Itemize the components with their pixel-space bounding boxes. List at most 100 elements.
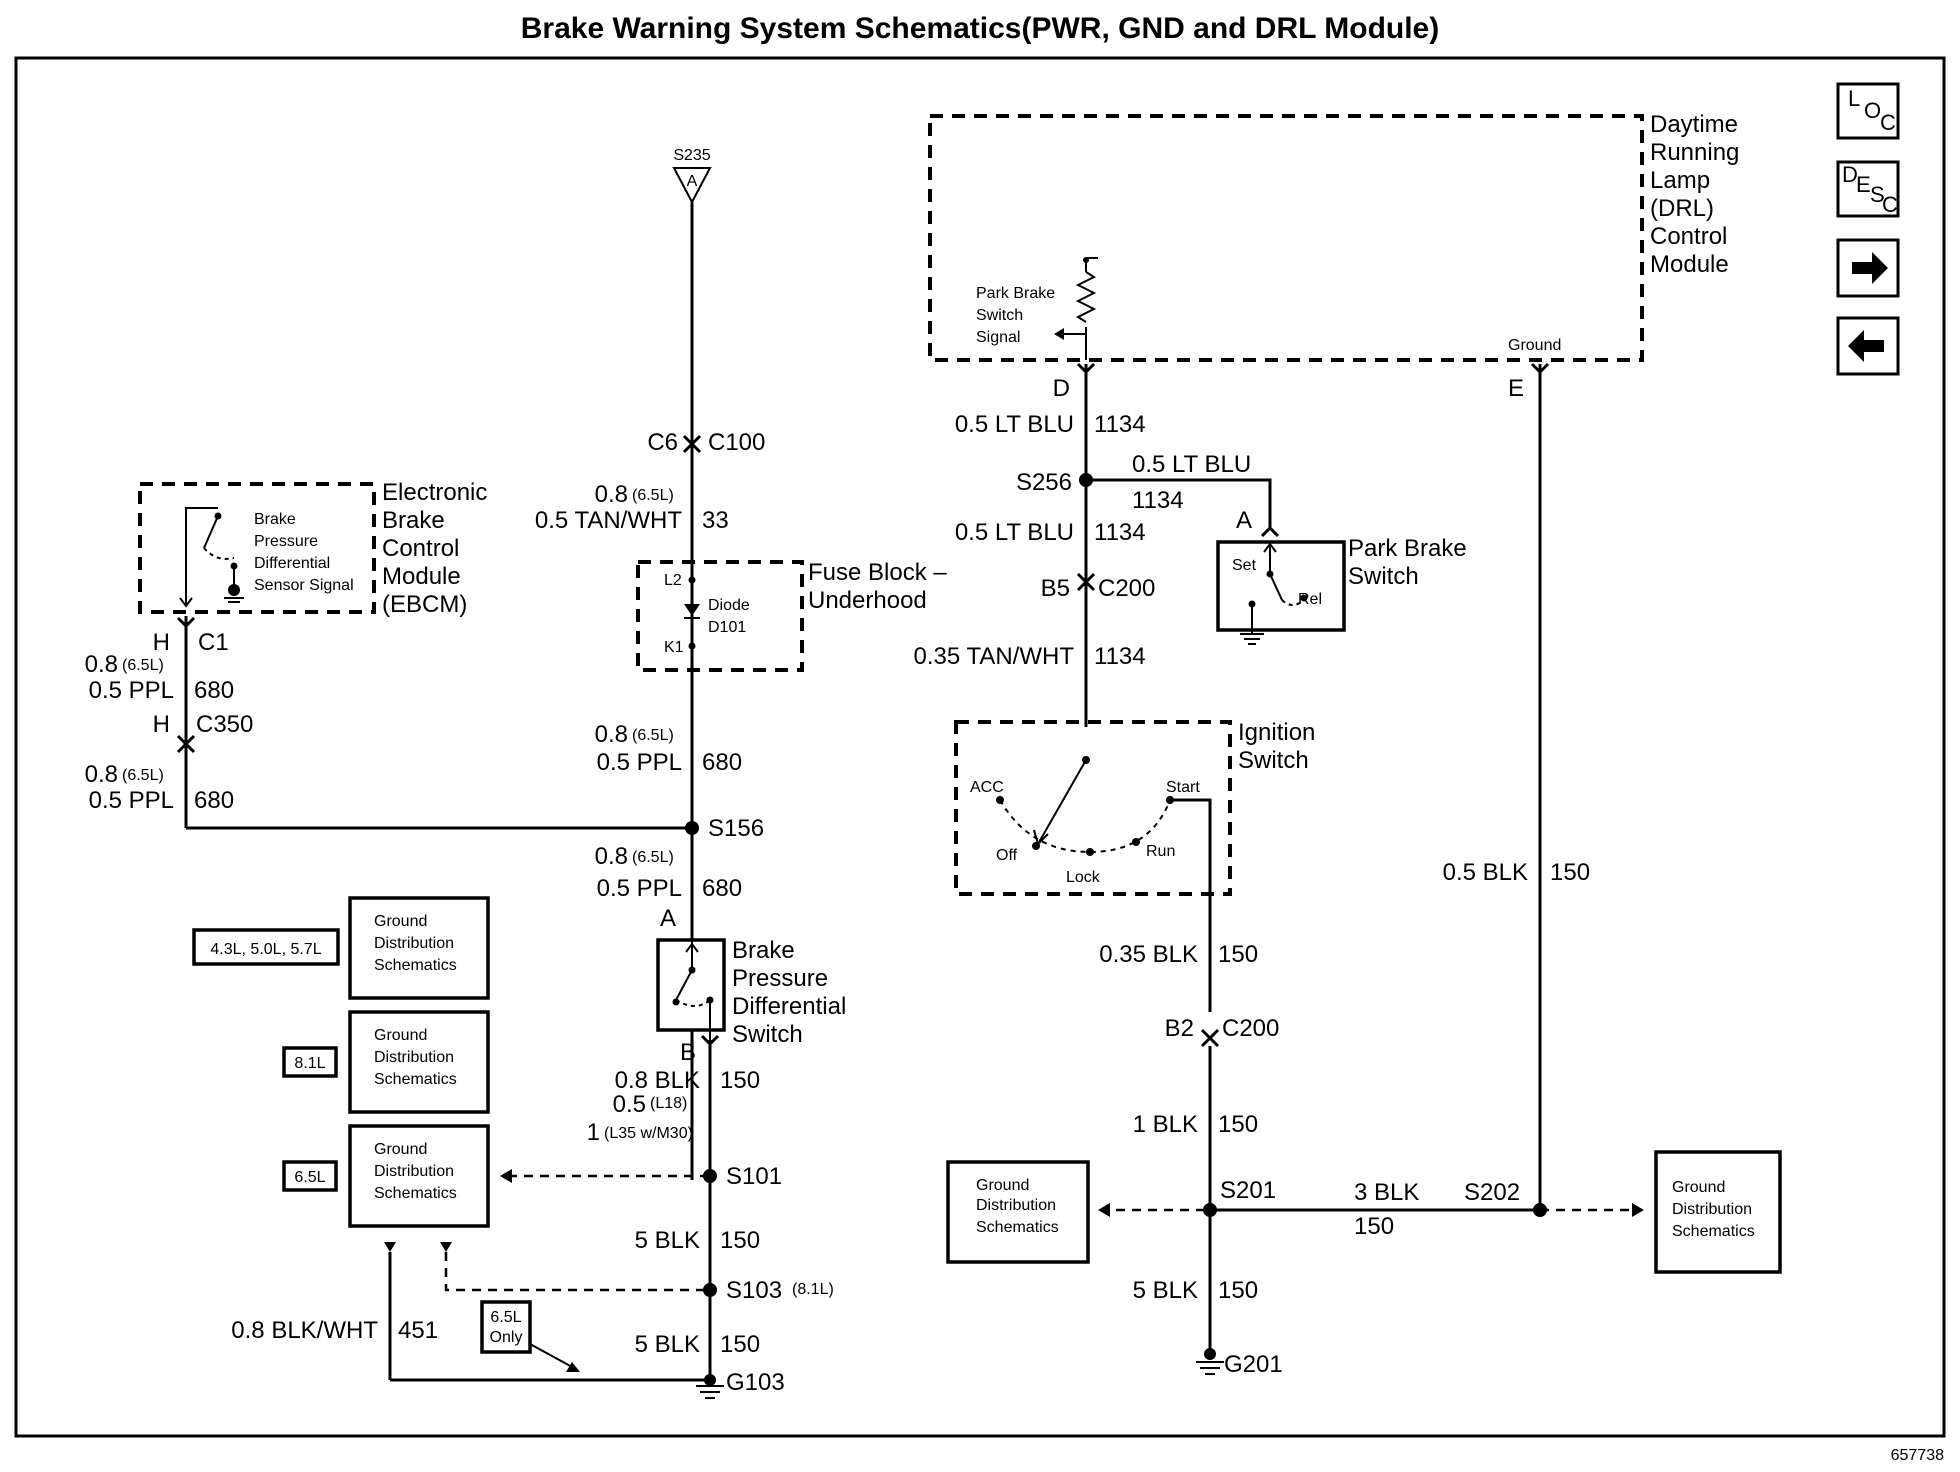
tag-engine-v3 (282, 1160, 338, 1192)
svg-text:0.8: 0.8 (595, 843, 628, 870)
loc-button[interactable]: L O C (1836, 82, 1900, 140)
svg-text:H: H (153, 629, 170, 656)
svg-text:0.5 LT BLU: 0.5 LT BLU (1132, 451, 1251, 478)
svg-text:150: 150 (720, 1227, 760, 1254)
svg-text:0.8: 0.8 (85, 651, 118, 678)
ground-dist-1[interactable] (348, 896, 490, 1000)
svg-text:B2: B2 (1165, 1015, 1194, 1042)
connector-c200-b5 (1076, 572, 1096, 592)
svg-text:Ground: Ground (976, 1177, 1029, 1194)
svg-text:Lock: Lock (1066, 869, 1101, 886)
svg-text:B: B (680, 1039, 696, 1066)
svg-text:S156: S156 (708, 815, 764, 842)
svg-text:0.5 PPL: 0.5 PPL (597, 875, 682, 902)
svg-text:5 BLK: 5 BLK (635, 1227, 700, 1254)
svg-text:Switch: Switch (732, 1021, 803, 1048)
svg-text:Rel: Rel (1298, 591, 1322, 608)
svg-text:C: C (1880, 110, 1896, 135)
svg-text:150: 150 (1218, 941, 1258, 968)
svg-text:4.3L, 5.0L, 5.7L: 4.3L, 5.0L, 5.7L (210, 941, 321, 958)
svg-text:0.5: 0.5 (613, 1091, 646, 1118)
ebcm-box (138, 482, 376, 614)
g103-ground-icon (696, 1385, 724, 1399)
ground-dist-2[interactable] (348, 1010, 490, 1114)
svg-text:Start: Start (1166, 779, 1200, 796)
fuse-block-label: Fuse Block – Underhood (808, 559, 947, 614)
ground-dist-s202[interactable] (1654, 1150, 1782, 1274)
svg-text:(L18): (L18) (650, 1095, 687, 1112)
svg-text:C100: C100 (708, 429, 765, 456)
svg-text:L: L (1848, 86, 1860, 111)
svg-text:(6.5L): (6.5L) (632, 849, 674, 866)
svg-text:0.8 BLK: 0.8 BLK (615, 1067, 700, 1094)
svg-text:1 BLK: 1 BLK (1133, 1111, 1198, 1138)
svg-text:C200: C200 (1222, 1015, 1279, 1042)
svg-text:6.5L: 6.5L (294, 1169, 325, 1186)
svg-text:Set: Set (1232, 557, 1257, 574)
svg-text:S201: S201 (1220, 1177, 1276, 1204)
svg-text:Distribution: Distribution (1672, 1201, 1752, 1218)
svg-text:C1: C1 (198, 629, 229, 656)
svg-text:Distribution: Distribution (374, 935, 454, 952)
svg-text:Schematics: Schematics (374, 1185, 457, 1202)
svg-text:0.5 PPL: 0.5 PPL (89, 787, 174, 814)
svg-text:0.8: 0.8 (595, 481, 628, 508)
svg-text:1134: 1134 (1094, 411, 1146, 438)
svg-text:Pressure: Pressure (254, 533, 318, 550)
ground-dist-s201[interactable] (946, 1160, 1090, 1264)
svg-text:Schematics: Schematics (1672, 1223, 1755, 1240)
svg-text:0.35 BLK: 0.35 BLK (1099, 941, 1198, 968)
svg-text:Switch: Switch (1348, 563, 1419, 590)
svg-text:G201: G201 (1224, 1351, 1283, 1378)
page-title: Brake Warning System Schematics(PWR, GND… (521, 12, 1440, 45)
desc-button[interactable]: D E S C (1836, 160, 1900, 218)
bpd-switch-label: Brake Pressure Differential Switch (732, 937, 846, 1048)
svg-text:Module: Module (1650, 251, 1729, 278)
tag-engine-v1 (192, 928, 340, 966)
svg-text:K1: K1 (664, 639, 684, 656)
svg-text:(L35 w/M30): (L35 w/M30) (604, 1125, 693, 1142)
svg-text:Brake: Brake (732, 937, 795, 964)
diode-icon (684, 604, 700, 616)
svg-text:Distribution: Distribution (374, 1163, 454, 1180)
svg-text:O: O (1864, 98, 1881, 123)
svg-text:0.8: 0.8 (595, 721, 628, 748)
svg-text:Ground: Ground (374, 913, 427, 930)
conn-d: D (1053, 375, 1070, 402)
svg-text:Ground: Ground (374, 1141, 427, 1158)
ebcm-sensor-label: Brake Pressure Differential Sensor Signa… (254, 511, 354, 594)
svg-text:A: A (660, 905, 676, 932)
svg-text:Run: Run (1146, 843, 1175, 860)
arrow-right-icon (1852, 252, 1888, 284)
back-button[interactable] (1836, 316, 1900, 376)
pbs-ground-icon (1240, 633, 1264, 645)
wire-1134-branch (1086, 478, 1272, 530)
svg-text:150: 150 (1550, 859, 1590, 886)
svg-text:(6.5L): (6.5L) (632, 487, 674, 504)
svg-text:Fuse Block –: Fuse Block – (808, 559, 947, 586)
svg-text:8.1L: 8.1L (294, 1055, 325, 1072)
svg-text:C6: C6 (647, 429, 678, 456)
svg-text:S256: S256 (1016, 469, 1072, 496)
svg-text:C200: C200 (1098, 575, 1155, 602)
svg-text:Underhood: Underhood (808, 587, 927, 614)
ignition-switch-box (954, 720, 1232, 896)
svg-text:3 BLK: 3 BLK (1354, 1179, 1419, 1206)
svg-text:1134: 1134 (1094, 519, 1146, 546)
svg-text:Module: Module (382, 563, 461, 590)
svg-text:(6.5L): (6.5L) (122, 657, 164, 674)
svg-text:Daytime: Daytime (1650, 111, 1738, 138)
ground-dist-3[interactable] (348, 1124, 490, 1228)
svg-text:Control: Control (382, 535, 459, 562)
svg-text:(6.5L): (6.5L) (122, 767, 164, 784)
splice-s103 (703, 1283, 717, 1297)
svg-text:A: A (687, 173, 698, 190)
svg-text:Brake: Brake (382, 507, 445, 534)
next-button[interactable] (1836, 238, 1900, 298)
svg-text:Ignition: Ignition (1238, 719, 1315, 746)
splice-s235: S235 (673, 147, 710, 164)
svg-text:E: E (1508, 375, 1524, 402)
svg-text:Ground: Ground (1672, 1179, 1725, 1196)
ebcm-label: Electronic Brake Control Module (EBCM) (382, 479, 487, 618)
svg-text:Running: Running (1650, 139, 1739, 166)
